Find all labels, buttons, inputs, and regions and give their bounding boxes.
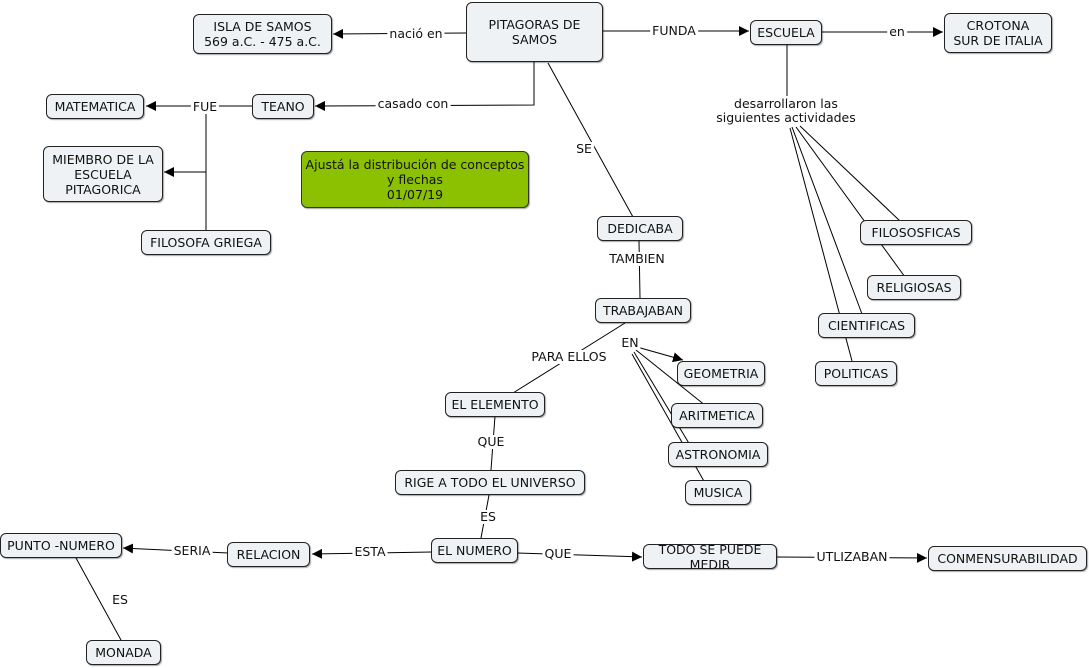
concept-filosoficas[interactable]: FILOSOSFICAS	[860, 220, 972, 245]
concept-escuela[interactable]: ESCUELA	[750, 20, 822, 45]
link-funda: FUNDA	[650, 23, 698, 38]
link-que: QUE	[475, 434, 507, 449]
link-se: SE	[574, 141, 594, 156]
concept-politicas[interactable]: POLITICAS	[815, 361, 897, 386]
concept-crotona[interactable]: CROTONA SUR DE ITALIA	[944, 13, 1052, 53]
concept-matematica[interactable]: MATEMATICA	[46, 94, 144, 119]
concept-religiosas[interactable]: RELIGIOSAS	[867, 275, 961, 300]
concept-teano[interactable]: TEANO	[252, 94, 314, 119]
concept-rige-universo[interactable]: RIGE A TODO EL UNIVERSO	[395, 470, 585, 495]
concept-musica[interactable]: MUSICA	[685, 480, 751, 505]
link-para-ellos: PARA ELLOS	[529, 349, 609, 364]
concept-pitagoras[interactable]: PITAGORAS DE SAMOS	[466, 2, 603, 62]
note-adjust-distribution[interactable]: Ajustá la distribución de conceptos y fl…	[301, 151, 529, 208]
concept-miembro-escuela[interactable]: MIEMBRO DE LA ESCUELA PITAGORICA	[43, 146, 163, 202]
link-esta: ESTA	[352, 544, 388, 559]
concept-astronomia[interactable]: ASTRONOMIA	[668, 442, 768, 467]
link-casado-con: casado con	[375, 96, 451, 111]
concept-el-numero[interactable]: EL NUMERO	[431, 538, 518, 563]
concept-aritmetica[interactable]: ARITMETICA	[671, 403, 763, 428]
link-es-monada: ES	[110, 592, 130, 607]
link-que-medir: QUE	[542, 546, 574, 561]
concept-el-elemento[interactable]: EL ELEMENTO	[445, 392, 545, 417]
concept-todo-se-puede-medir[interactable]: TODO SE PUEDE MEDIR	[643, 542, 777, 572]
concept-punto-numero[interactable]: PUNTO -NUMERO	[0, 533, 122, 558]
link-en-subjects: EN	[619, 335, 641, 350]
concept-dedicaba[interactable]: DEDICABA	[597, 216, 683, 241]
concept-geometria[interactable]: GEOMETRIA	[677, 361, 765, 386]
link-nacio-en: nació en	[387, 26, 445, 41]
link-tambien: TAMBIEN	[607, 251, 667, 266]
concept-cientificas[interactable]: CIENTIFICAS	[818, 313, 915, 338]
concept-trabajaban[interactable]: TRABAJABAN	[595, 298, 691, 323]
concept-isla-de-samos[interactable]: ISLA DE SAMOS 569 a.C. - 475 a.C.	[193, 14, 332, 54]
concept-monada[interactable]: MONADA	[86, 640, 161, 665]
concept-filosofa-griega[interactable]: FILOSOFA GRIEGA	[141, 230, 271, 255]
link-es: ES	[478, 509, 498, 524]
link-utilizaban: UTLIZABAN	[814, 549, 890, 564]
link-desarrollaron: desarrollaron las siguientes actividades	[714, 96, 858, 125]
concept-conmensurabilidad[interactable]: CONMENSURABILIDAD	[928, 546, 1087, 571]
link-en: en	[887, 24, 907, 39]
concept-relacion[interactable]: RELACION	[227, 542, 310, 567]
link-fue: FUE	[190, 99, 220, 114]
link-seria: SERIA	[171, 543, 213, 558]
